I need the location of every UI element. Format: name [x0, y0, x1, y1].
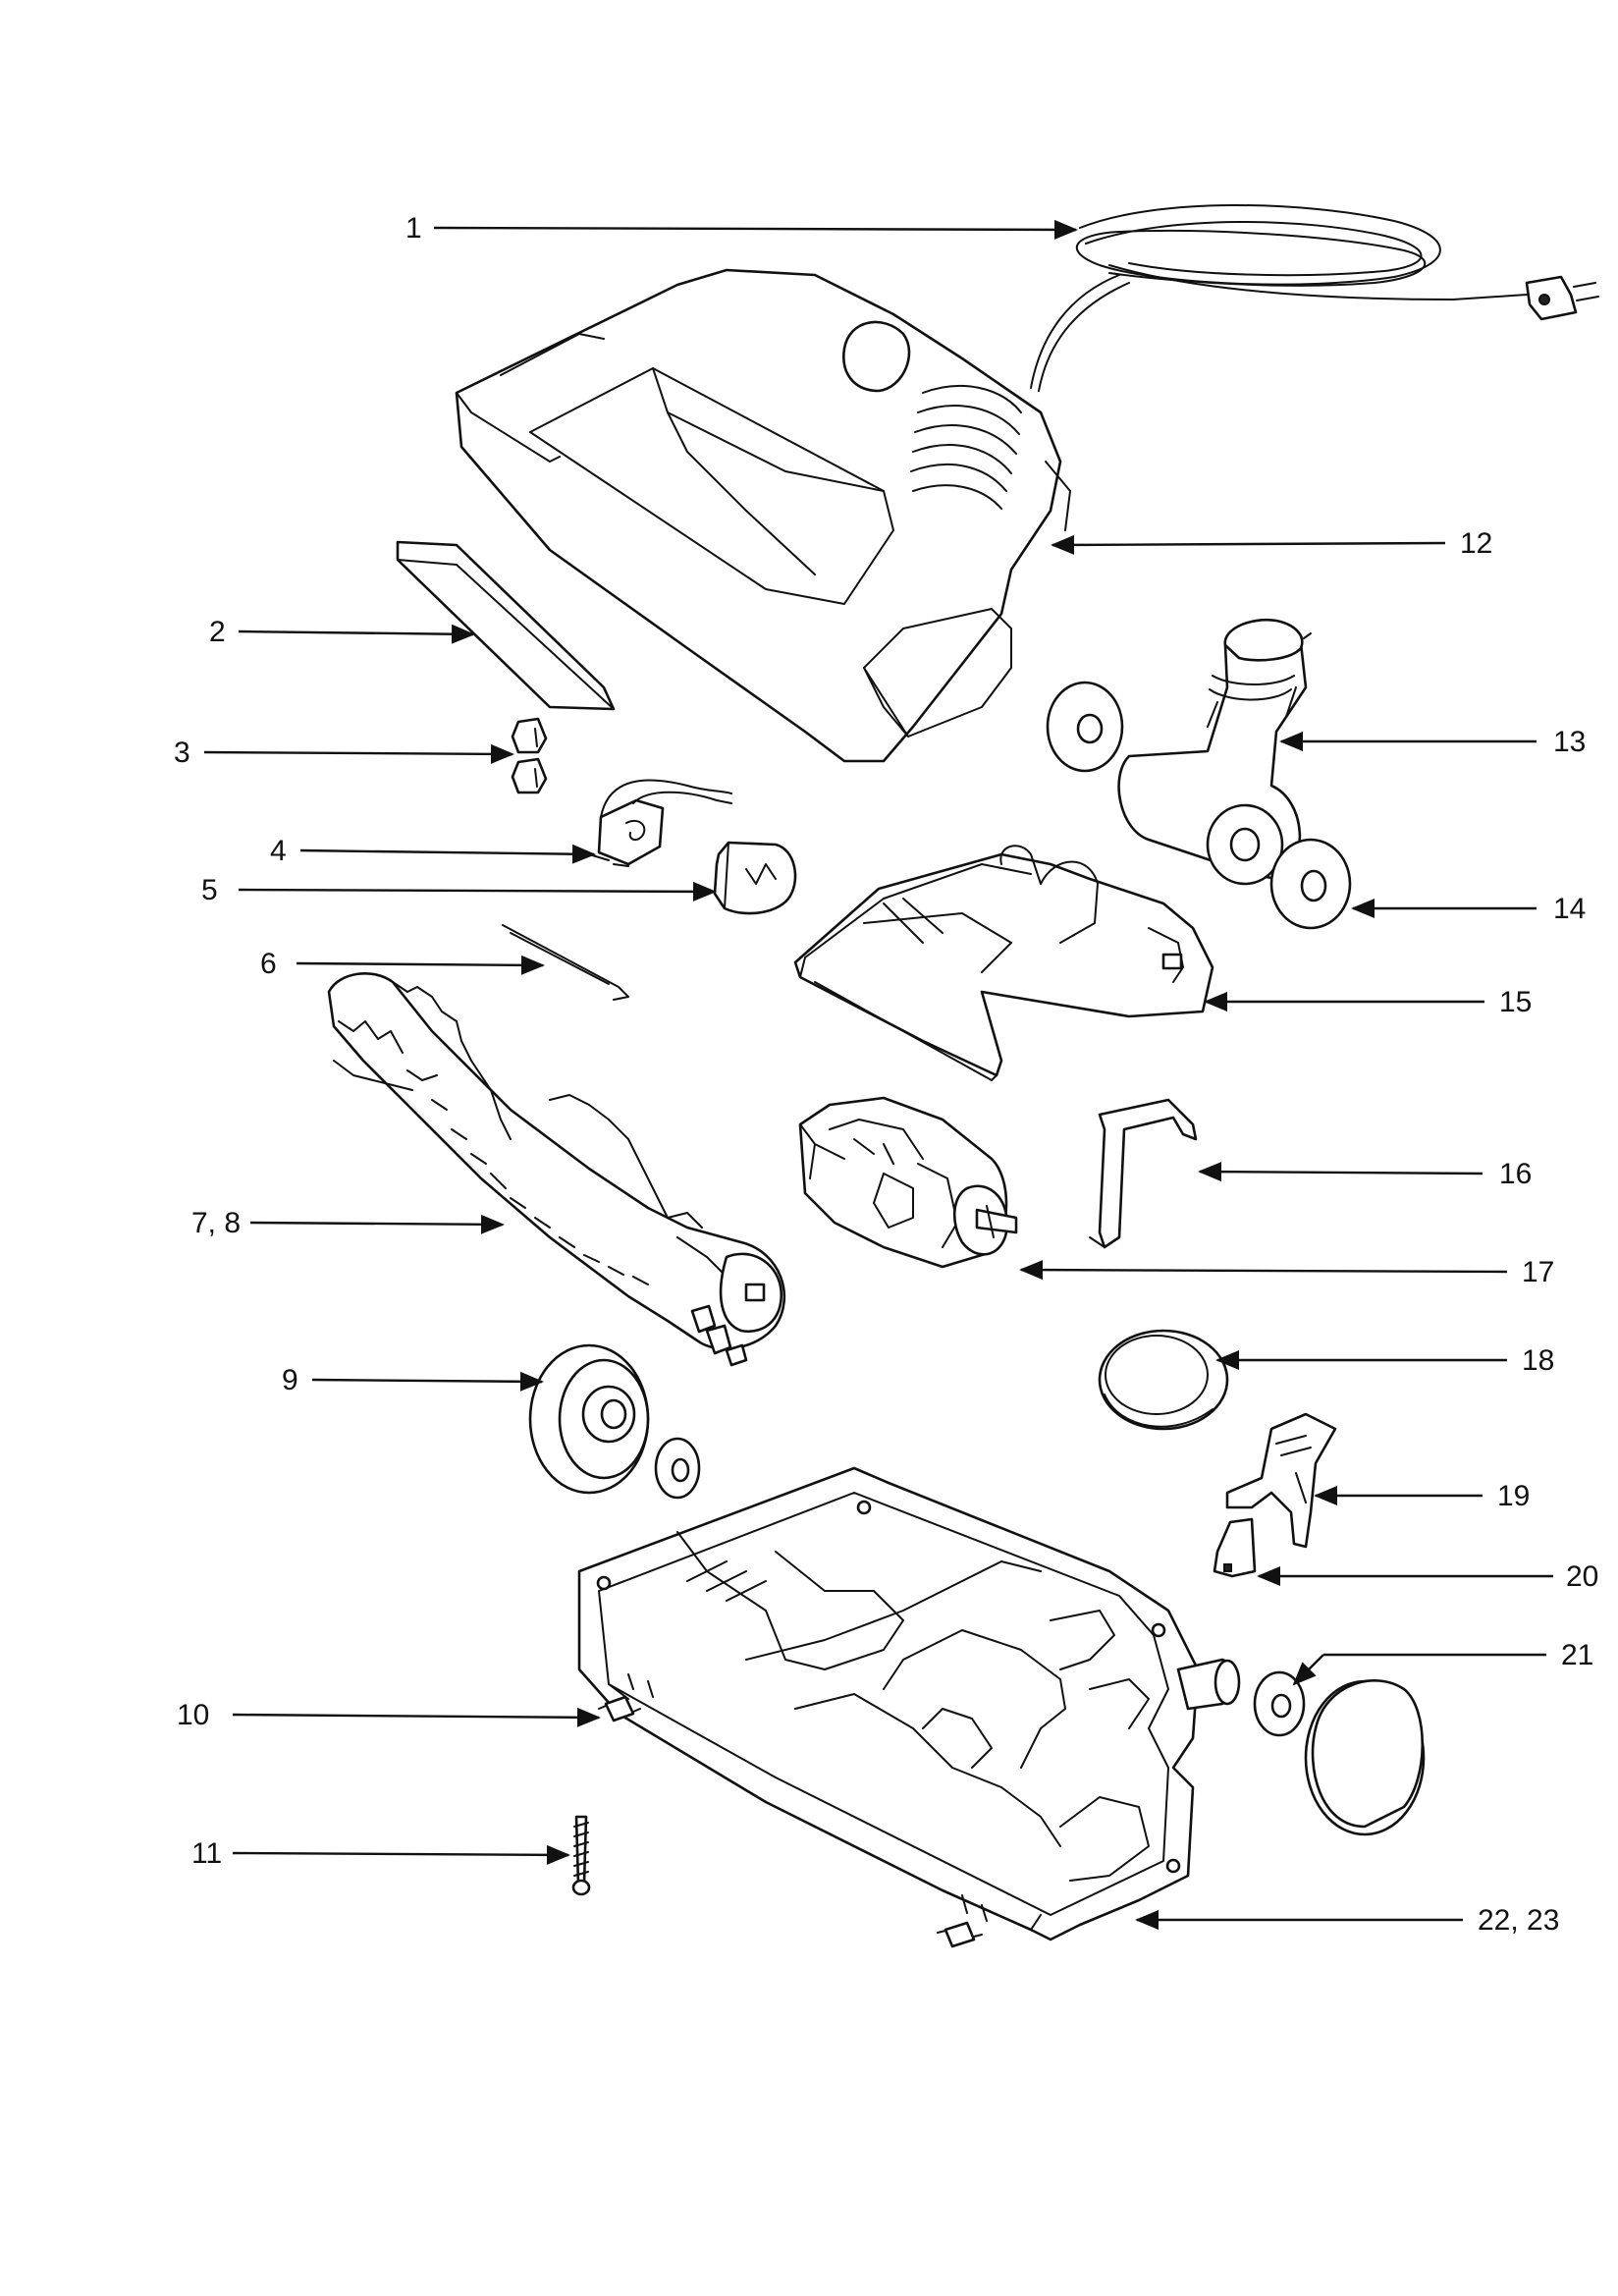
callout-13: 13 — [1553, 726, 1586, 758]
spacer-bottom-part — [937, 1921, 983, 1948]
wheel-left-part — [528, 1343, 650, 1495]
belt-part — [1098, 1329, 1229, 1431]
leader-lines — [203, 219, 1553, 1930]
base-frame-part — [793, 845, 1214, 1081]
callout-17: 17 — [1522, 1256, 1554, 1288]
fan-housing-part — [1117, 618, 1312, 886]
callout-10: 10 — [177, 1699, 209, 1731]
leader-2 — [238, 624, 475, 644]
leader-5 — [238, 881, 717, 902]
motor-part — [798, 1096, 1018, 1269]
callout-6: 6 — [260, 948, 277, 980]
leader-4 — [299, 844, 596, 864]
callout-1: 1 — [405, 212, 422, 245]
callout-12: 12 — [1460, 527, 1492, 560]
callout-22-23: 22, 23 — [1478, 1904, 1559, 1937]
leader-12 — [1051, 534, 1446, 555]
power-cord-part — [1030, 204, 1599, 392]
leader-16 — [1198, 1162, 1483, 1182]
clip-part — [1213, 1517, 1257, 1578]
base-pan-part — [577, 1466, 1241, 1941]
washer-left-part — [1046, 681, 1124, 773]
callout-19: 19 — [1497, 1480, 1530, 1512]
callout-14: 14 — [1553, 893, 1586, 925]
callout-15: 15 — [1499, 986, 1532, 1018]
lens-part — [396, 540, 616, 711]
callout-16: 16 — [1499, 1158, 1532, 1190]
callout-5: 5 — [201, 874, 218, 906]
callout-11: 11 — [191, 1837, 222, 1870]
light-socket-part — [588, 779, 732, 867]
spring-part — [502, 924, 629, 1001]
bulb-part — [713, 841, 797, 915]
leader-21-diag — [1292, 1654, 1324, 1686]
callout-3: 3 — [174, 737, 190, 769]
callout-18: 18 — [1522, 1344, 1554, 1377]
callout-2: 2 — [209, 616, 226, 648]
washer-small-left-part — [654, 1437, 701, 1500]
callout-labels: 1 2 3 4 5 6 7, 8 9 10 11 12 13 14 15 16 … — [174, 212, 1598, 1937]
leader-11 — [232, 1844, 570, 1865]
callout-9: 9 — [282, 1364, 298, 1396]
washer-right-part — [1269, 838, 1352, 930]
leader-6 — [296, 955, 545, 975]
callout-4: 4 — [270, 835, 287, 867]
brushroll-part — [327, 971, 786, 1367]
leader-3 — [203, 743, 514, 764]
leader-10 — [232, 1707, 601, 1727]
leader-7-8 — [249, 1214, 505, 1234]
leader-17 — [1019, 1260, 1508, 1281]
callout-21: 21 — [1561, 1639, 1593, 1671]
bracket-part — [1089, 1098, 1198, 1249]
caps-part — [511, 717, 548, 794]
callout-20: 20 — [1566, 1560, 1598, 1593]
callout-7-8: 7, 8 — [191, 1207, 241, 1239]
latch-part — [1225, 1412, 1337, 1549]
leader-1 — [433, 219, 1078, 240]
leader-9 — [311, 1371, 544, 1392]
screw-part — [571, 1815, 591, 1896]
washer-small-right-part — [1253, 1670, 1306, 1737]
wheel-right-part — [1304, 1679, 1426, 1836]
hood-part — [455, 268, 1071, 763]
